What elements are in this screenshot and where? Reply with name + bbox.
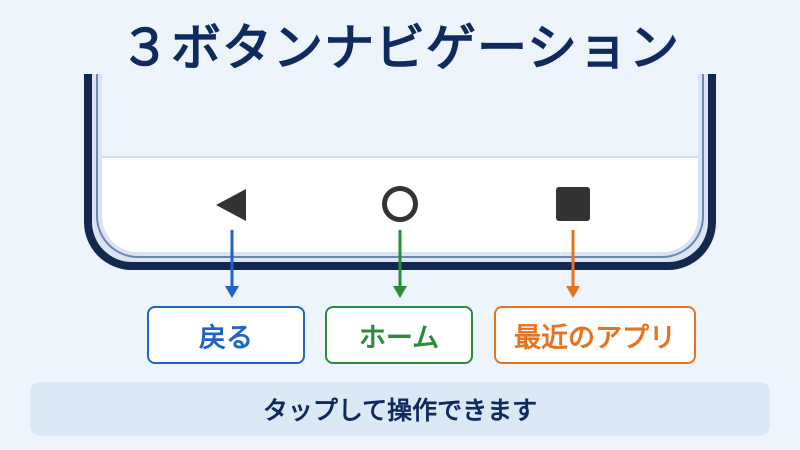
phone-frame [84, 74, 716, 270]
back-label: 戻る [199, 322, 253, 354]
recents-label: 最近のアプリ [514, 322, 676, 354]
back-button[interactable] [214, 188, 248, 222]
home-circle-icon [382, 186, 418, 222]
footer-bar: タップして操作できます [30, 382, 770, 436]
recents-button[interactable] [555, 186, 591, 222]
back-triangle-icon [216, 189, 246, 221]
phone-screen [102, 74, 698, 252]
home-arrow [393, 230, 407, 298]
footer-text: タップして操作できます [262, 396, 538, 425]
recents-arrow [566, 230, 580, 298]
back-label-box: 戻る [147, 306, 305, 364]
home-button[interactable] [380, 184, 420, 224]
recents-label-box: 最近のアプリ [494, 306, 696, 364]
page-title: ３ボタンナビゲーション [120, 19, 680, 77]
back-arrow [225, 230, 239, 298]
home-label-box: ホーム [325, 306, 473, 364]
home-label: ホーム [358, 322, 440, 354]
screen-content-area [102, 74, 698, 158]
recents-square-icon [556, 187, 590, 221]
